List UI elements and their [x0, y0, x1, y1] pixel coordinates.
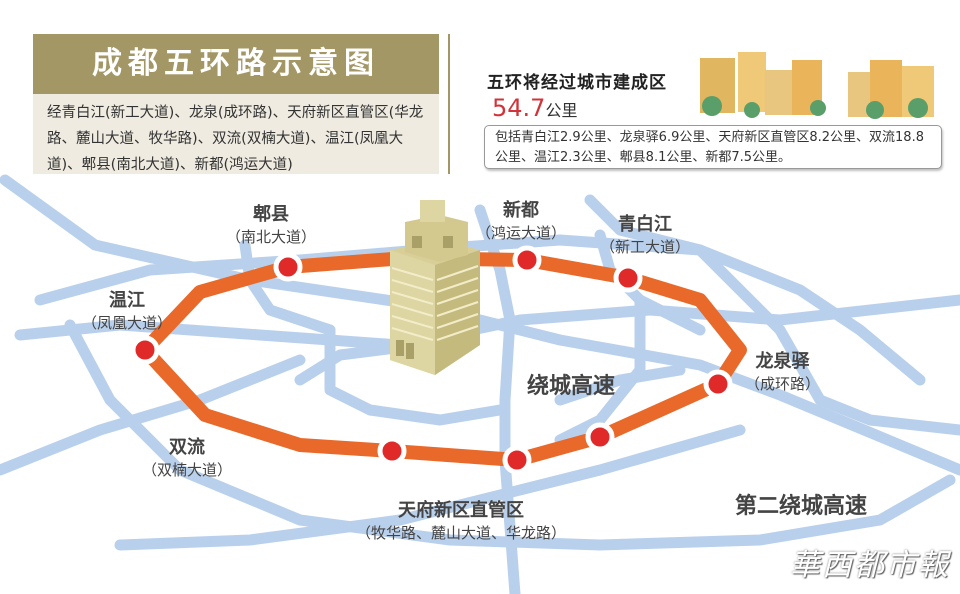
page-title: 成都五环路示意图 [33, 34, 439, 94]
fifth-ring-road [138, 251, 747, 467]
route-description: 经青白江(新工大道)、龙泉(成环路)、天府新区直管区(华龙路、麓山大道、牧华路)… [47, 105, 424, 173]
building-icon [390, 200, 480, 375]
newspaper-logo: 華西都市報 [790, 548, 950, 583]
label-tianfu: 天府新区直管区 （牧华路、麓山大道、华龙路） [356, 500, 567, 542]
other-roads [0, 174, 960, 594]
marker-qingbaijiang [613, 263, 643, 293]
title-panel: 成都五环路示意图 经青白江(新工大道)、龙泉(成环路)、天府新区直管区(华龙路、… [33, 34, 439, 174]
label-shuangliu: 双流 （双楠大道） [142, 437, 233, 479]
label-outer-ring: 第二绕城高速 [735, 494, 868, 519]
marker-tianfu-3 [377, 436, 407, 466]
label-qingbaijiang: 青白江 （新工大道） [600, 214, 691, 256]
summary-number: 54.7 [492, 94, 546, 122]
marker-tianfu-2 [502, 445, 532, 475]
summary-value: 54.7公里 [492, 94, 577, 122]
marker-longquanyi [703, 369, 733, 399]
summary-note: 包括青白江2.9公里、龙泉驿6.9公里、天府新区直管区8.2公里、双流18.8公… [484, 125, 942, 169]
label-wenjiang: 温江 （凤凰大道） [82, 290, 173, 332]
marker-wenjiang [130, 335, 160, 365]
summary-title: 五环将经过城市建成区 [487, 73, 667, 93]
divider [448, 34, 450, 174]
skyline-illustration [700, 52, 934, 119]
label-inner-ring: 绕城高速 [527, 374, 616, 399]
summary-unit: 公里 [545, 101, 578, 120]
label-pixian: 郫县 （南北大道） [226, 204, 317, 246]
marker-xindu [512, 245, 542, 275]
marker-tianfu-1 [585, 422, 615, 452]
marker-pixian [273, 252, 303, 282]
district-markers [130, 245, 733, 475]
label-longquanyi: 龙泉驿 （成环路） [745, 351, 821, 393]
label-xindu: 新都 （鸿运大道） [476, 200, 567, 242]
